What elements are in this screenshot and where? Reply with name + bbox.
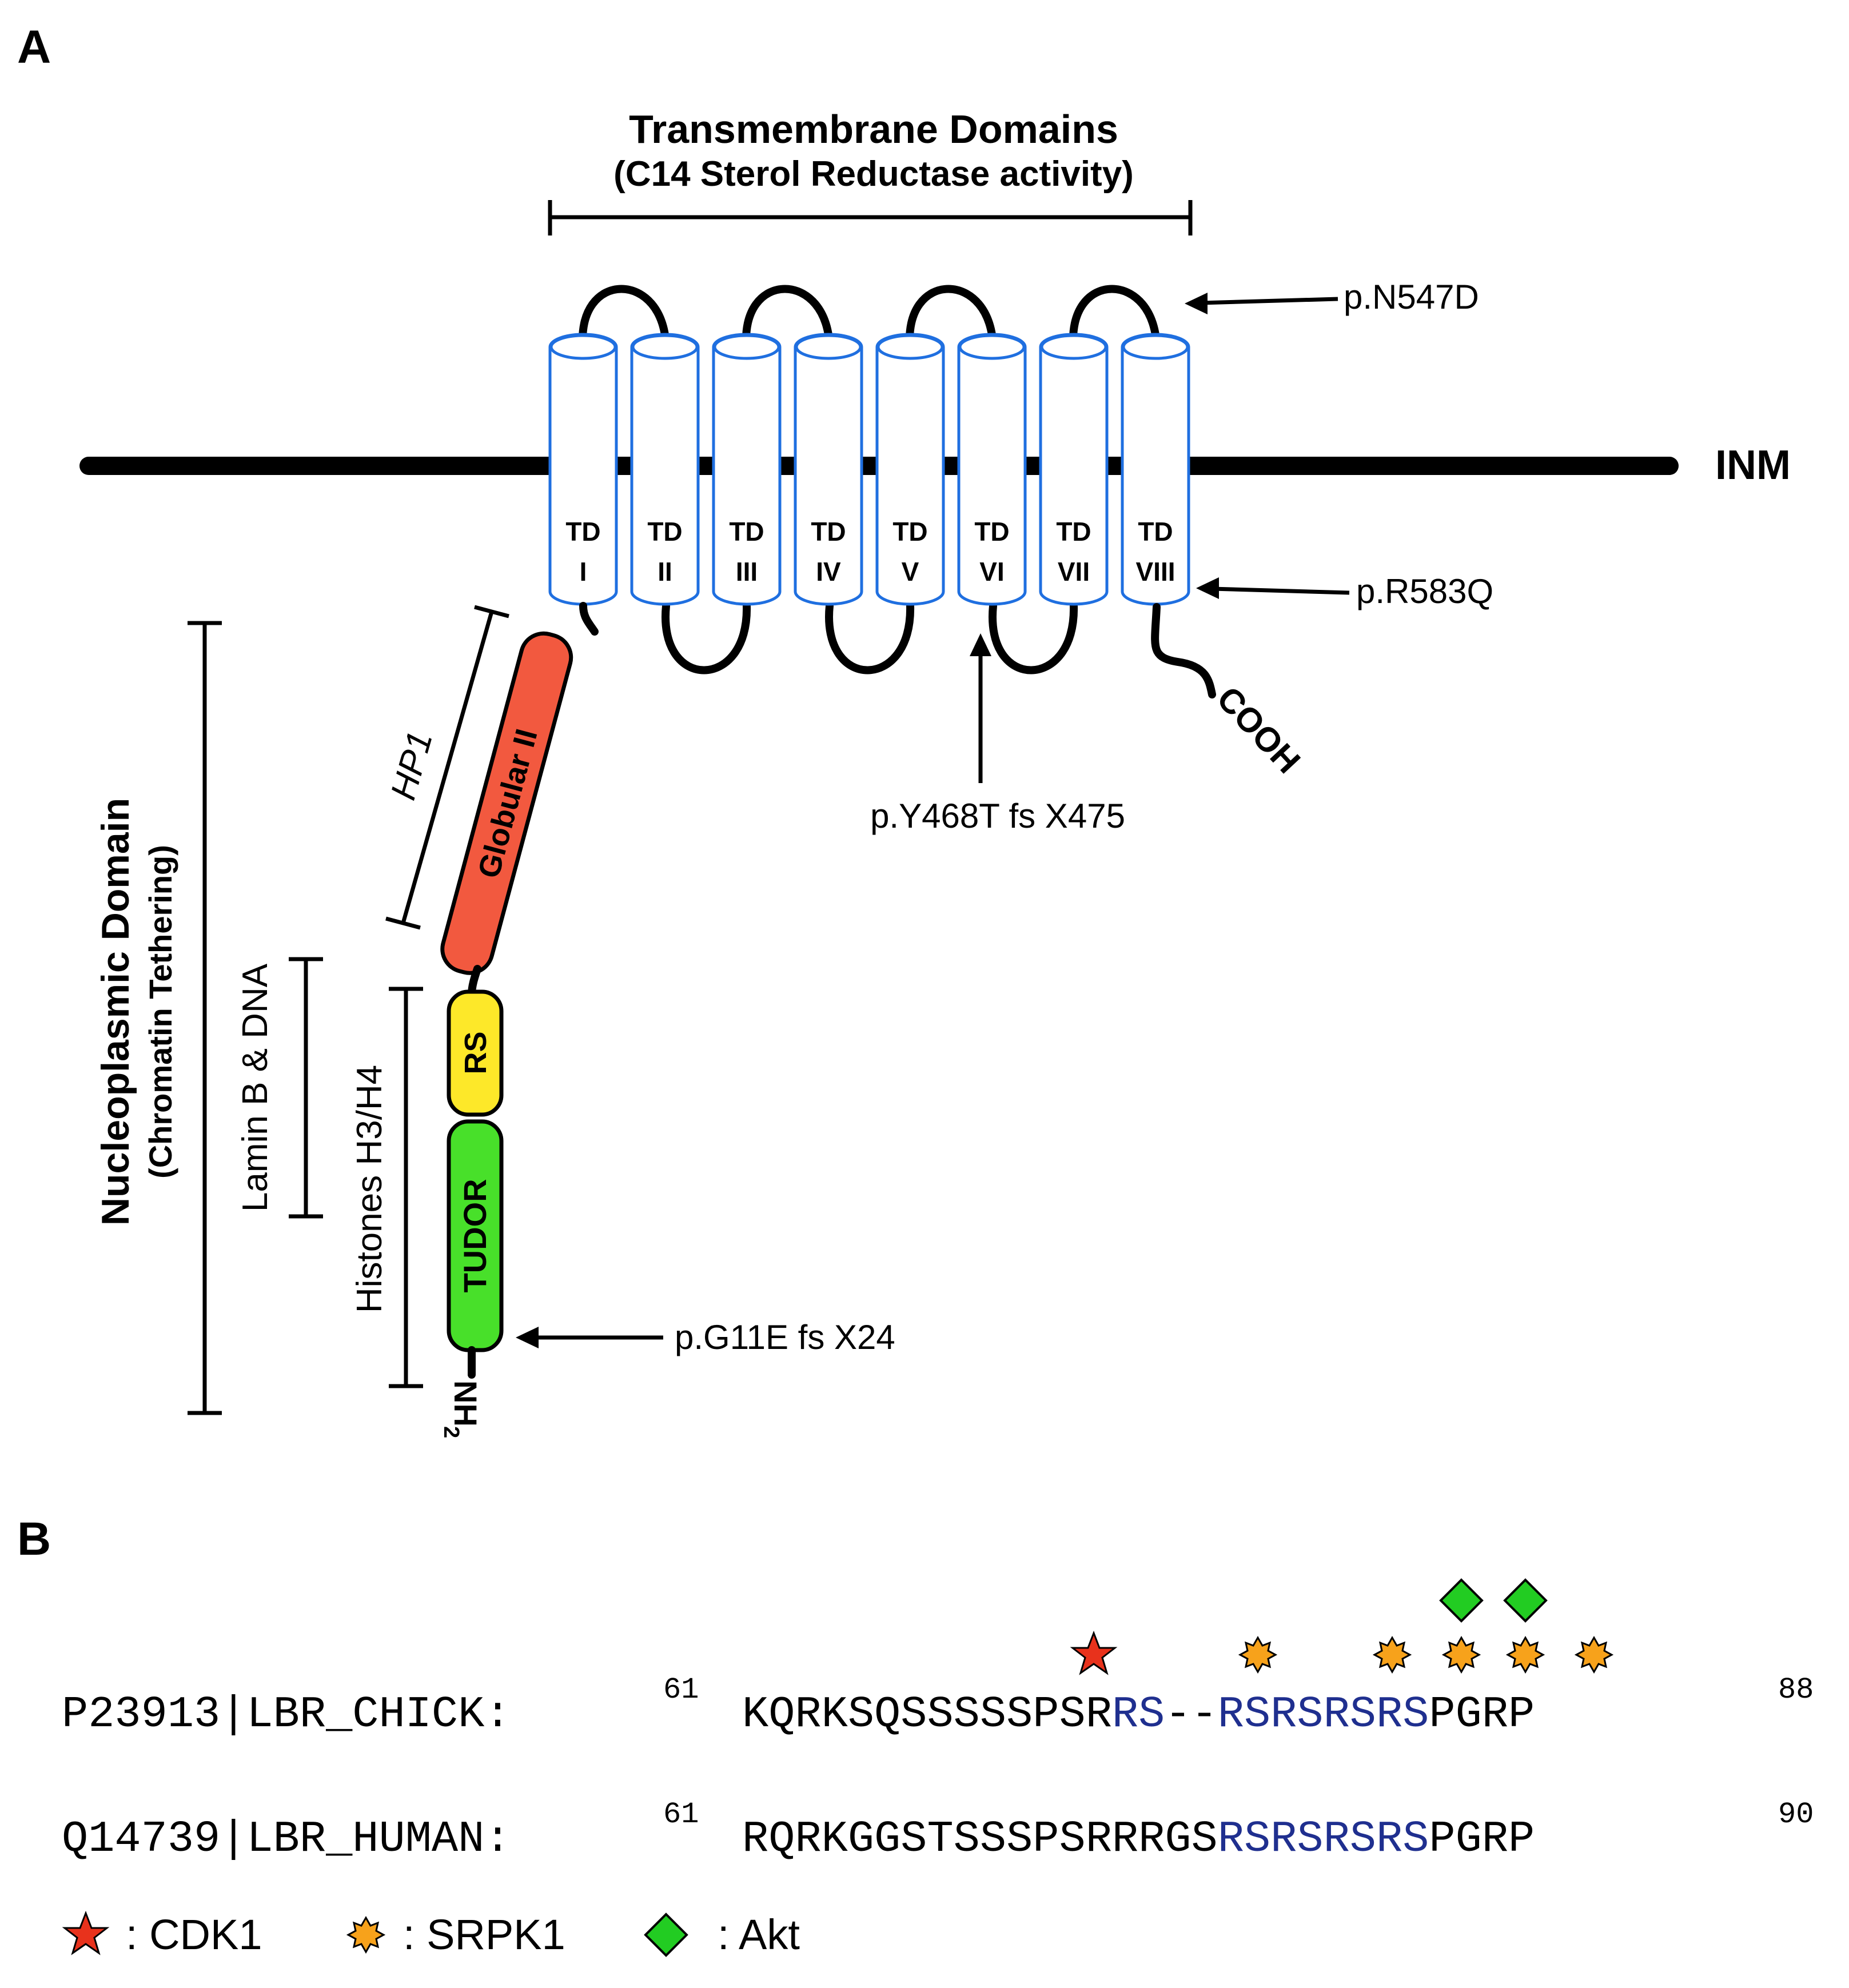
td-6-numeral: VI — [979, 557, 1004, 586]
chick-id: P23913|LBR_CHICK: — [62, 1690, 511, 1740]
chick-seq-rs2: RSRSRSRS — [1218, 1690, 1429, 1740]
akt-site-1 — [1440, 1579, 1483, 1622]
tm-bracket — [548, 200, 1193, 235]
mutation-g11e: p.G11E fs X24 — [675, 1318, 895, 1356]
linker-td1-globular — [579, 602, 599, 636]
td-7-numeral: VII — [1058, 557, 1090, 586]
rs-label: RS — [459, 1031, 493, 1074]
panel-b-label: B — [17, 1513, 51, 1565]
bottom-loops — [662, 602, 1078, 674]
hp1-bracket — [385, 605, 509, 930]
td-8-prefix: TD — [1138, 517, 1173, 546]
human-id: Q14739|LBR_HUMAN: — [62, 1815, 511, 1865]
td-1-numeral: I — [580, 557, 587, 586]
tm-title: Transmembrane Domains — [629, 107, 1118, 151]
nucleoplasmic-subtitle: (Chromatin Tethering) — [142, 845, 178, 1179]
chick-seq-post: PGRP — [1429, 1690, 1535, 1740]
td-2-numeral: II — [657, 557, 672, 586]
nucleoplasmic-bracket — [188, 621, 222, 1415]
chick-sequence: KQRKSQSSSSSPSRRS--RSRSRSRSPGRP — [742, 1690, 1535, 1740]
svg-text:NH: NH — [448, 1380, 484, 1427]
td-4-prefix: TD — [811, 517, 846, 546]
arrow-g11e — [516, 1327, 663, 1348]
chick-seq-rs1: RS — [1112, 1690, 1165, 1740]
srpk1-site-1 — [1239, 1636, 1277, 1673]
lamin-bracket — [289, 957, 323, 1219]
human-seq-pre: RQRKGGSTSSSPSRRRGS — [742, 1815, 1218, 1865]
legend-srpk1-icon — [347, 1917, 385, 1953]
svg-text:2: 2 — [439, 1426, 463, 1438]
histones-label: Histones H3/H4 — [350, 1065, 389, 1313]
td-5-numeral: V — [902, 557, 919, 586]
akt-site-2 — [1504, 1579, 1547, 1622]
hp1-label: HP1 — [384, 727, 441, 804]
c-terminal-tail — [1151, 603, 1216, 698]
tudor-domain: TUDOR — [447, 1119, 504, 1352]
td-3-numeral: III — [736, 557, 758, 586]
td-3-prefix: TD — [729, 517, 764, 546]
human-end: 90 — [1778, 1798, 1814, 1831]
srpk1-site-5 — [1575, 1636, 1613, 1673]
legend-akt-icon — [644, 1913, 688, 1957]
arrow-y468t — [970, 633, 991, 783]
histones-bracket — [389, 987, 423, 1388]
td-7-prefix: TD — [1056, 517, 1091, 546]
cdk1-site — [1071, 1632, 1116, 1674]
arrow-n547d — [1185, 293, 1338, 314]
human-seq-post: PGRP — [1429, 1815, 1535, 1865]
chick-end: 88 — [1778, 1673, 1814, 1707]
td-8-numeral: VIII — [1135, 557, 1175, 586]
srpk1-site-4 — [1507, 1636, 1544, 1673]
legend-akt-label: : Akt — [718, 1911, 800, 1958]
nh2-label: NH 2 — [439, 1380, 484, 1438]
globular-ii-domain: Globular II — [440, 631, 573, 975]
td-6-prefix: TD — [974, 517, 1009, 546]
legend-cdk1-icon — [63, 1912, 108, 1954]
rs-domain: RS — [447, 989, 504, 1117]
td-1-prefix: TD — [565, 517, 600, 546]
td-5-prefix: TD — [892, 517, 927, 546]
chick-seq-gap: -- — [1165, 1690, 1217, 1740]
nucleoplasmic-title: Nucleoplasmic Domain — [94, 798, 137, 1225]
cooh-label: COOH — [1209, 679, 1308, 780]
srpk1-site-2 — [1373, 1636, 1411, 1673]
chick-seq-pre: KQRKSQSSSSSPSR — [742, 1690, 1112, 1740]
human-start: 61 — [663, 1798, 699, 1831]
legend-cdk1-label: : CDK1 — [126, 1911, 262, 1958]
membrane-label: INM — [1715, 442, 1791, 488]
human-sequence: RQRKGGSTSSSPSRRRGSRSRSRSRSPGRP — [742, 1815, 1535, 1865]
tudor-label: TUDOR — [457, 1179, 493, 1292]
lamin-label: Lamin B & DNA — [236, 963, 275, 1212]
td-2-prefix: TD — [647, 517, 682, 546]
arrow-r583q — [1196, 577, 1350, 599]
td-4-numeral: IV — [816, 557, 841, 586]
mutation-n547d: p.N547D — [1344, 278, 1479, 316]
mutation-r583q: p.R583Q — [1356, 572, 1493, 610]
panel-a-label: A — [17, 21, 51, 73]
tm-subtitle: (C14 Sterol Reductase activity) — [613, 154, 1134, 194]
top-loops — [579, 285, 1161, 354]
srpk1-site-3 — [1442, 1636, 1480, 1673]
chick-start: 61 — [663, 1673, 699, 1707]
mutation-y468t: p.Y468T fs X475 — [870, 797, 1125, 835]
legend-srpk1-label: : SRPK1 — [403, 1911, 565, 1958]
human-seq-rs: RSRSRSRS — [1218, 1815, 1429, 1865]
